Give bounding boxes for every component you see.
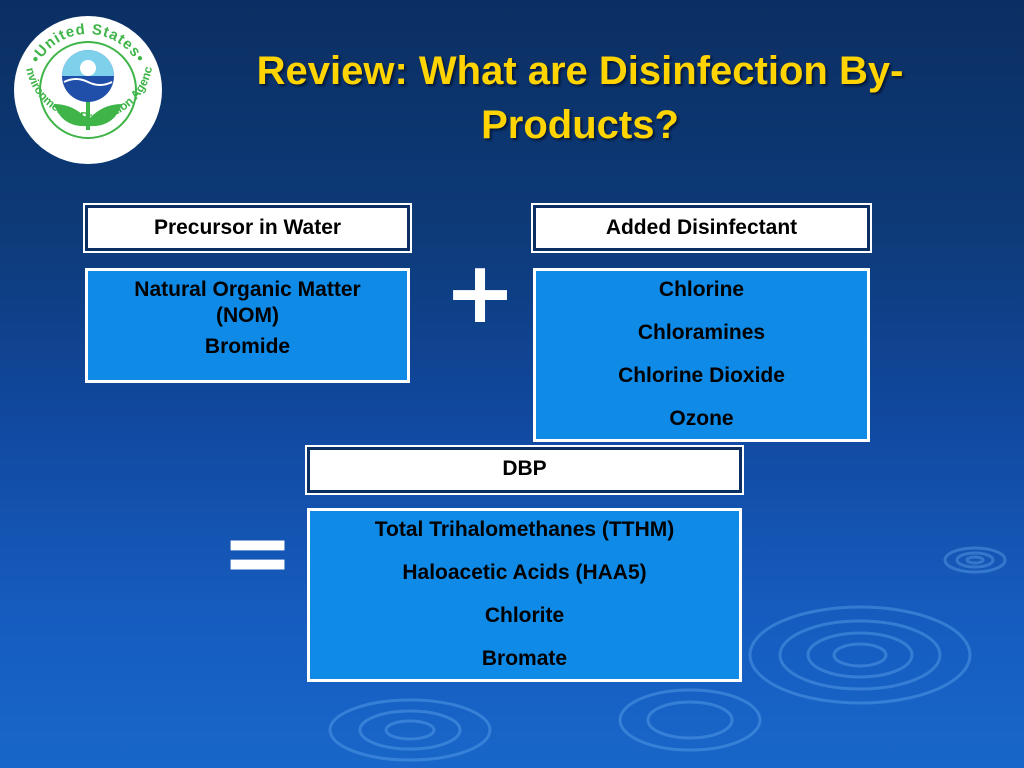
precursor-item: Bromide	[204, 335, 291, 358]
slide-title: Review: What are Disinfection By-Product…	[256, 49, 904, 147]
epa-logo-icon: •United States• Environmental Protection…	[12, 8, 162, 164]
precursor-header: Precursor in Water	[153, 216, 342, 239]
dbp-item: Bromate	[481, 647, 568, 670]
dbp-header-box: DBP	[305, 445, 744, 495]
disinfectant-items-box: Chlorine Chloramines Chlorine Dioxide Oz…	[533, 268, 870, 442]
dbp-items-box: Total Trihalomethanes (TTHM) Haloacetic …	[307, 508, 742, 682]
precursor-header-box: Precursor in Water	[83, 203, 412, 253]
disinfectant-item: Chlorine	[658, 278, 745, 301]
disinfectant-header: Added Disinfectant	[605, 216, 798, 239]
dbp-item: Total Trihalomethanes (TTHM)	[374, 518, 675, 541]
plus-operator: +	[443, 243, 517, 343]
equals-operator: =	[221, 503, 294, 603]
disinfectant-header-box: Added Disinfectant	[531, 203, 872, 253]
dbp-item: Haloacetic Acids (HAA5)	[402, 561, 647, 584]
disinfectant-item: Chloramines	[637, 321, 766, 344]
precursor-item: Natural Organic Matter (NOM)	[134, 278, 361, 327]
dbp-item: Chlorite	[484, 604, 565, 627]
precursor-items-box: Natural Organic Matter (NOM) Bromide	[85, 268, 410, 383]
disinfectant-item: Chlorine Dioxide	[618, 364, 785, 387]
disinfectant-item: Ozone	[669, 407, 734, 430]
dbp-header: DBP	[502, 457, 547, 480]
